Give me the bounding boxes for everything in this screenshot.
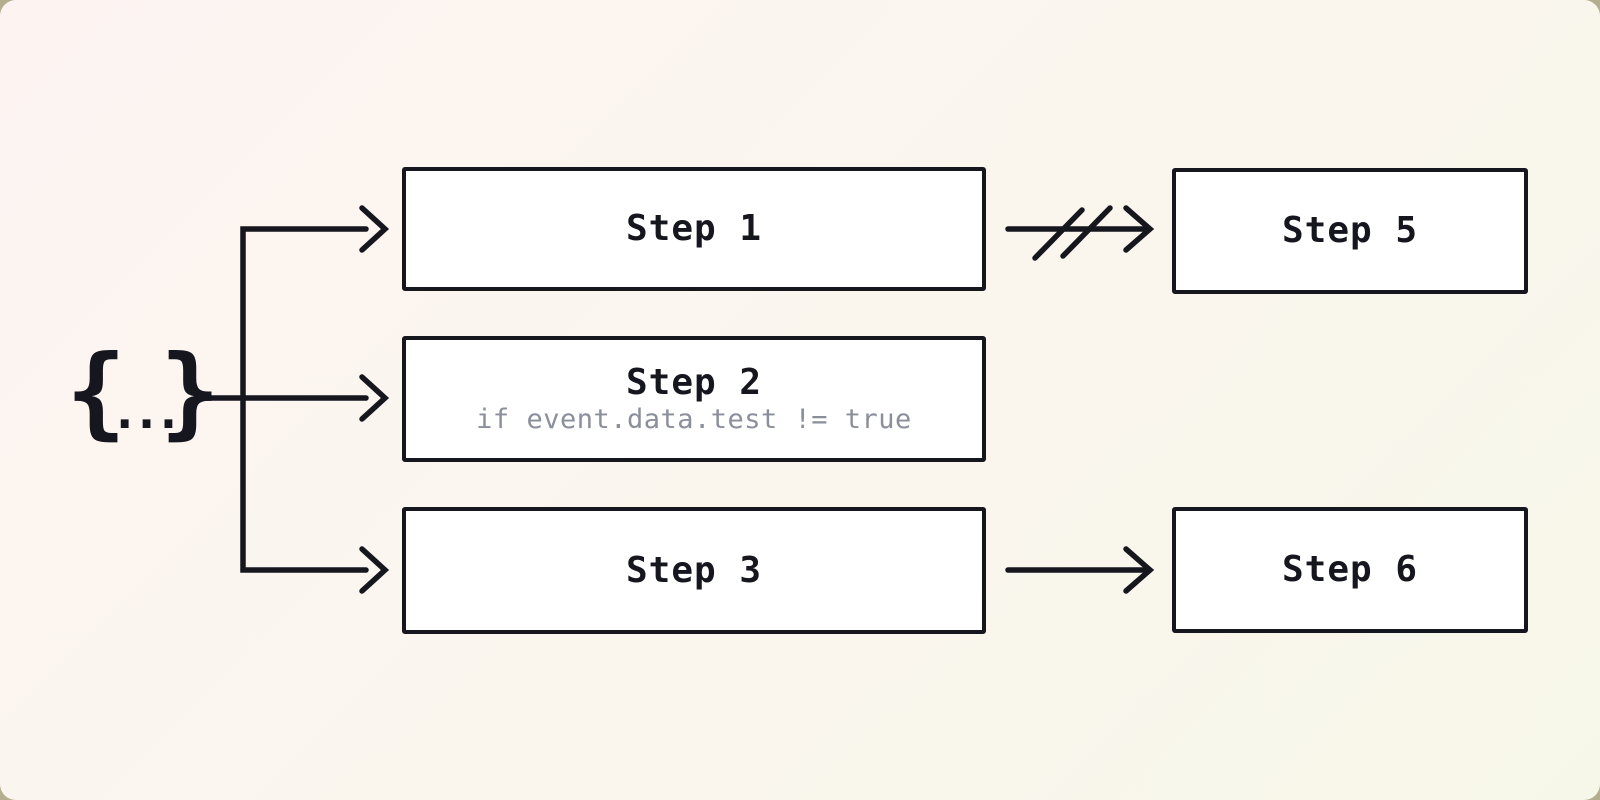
event-payload-symbol: { ... }: [66, 342, 220, 442]
node-step3: Step 3: [402, 507, 986, 634]
node-step3-label: Step 3: [625, 549, 763, 591]
arrowhead-step2-icon: [359, 374, 390, 422]
arrowhead-step6-icon: [1123, 546, 1155, 594]
cancel-slash-icon: [1032, 207, 1085, 261]
cancel-slash-icon: [1060, 205, 1113, 259]
node-step5-label: Step 5: [1281, 210, 1419, 252]
node-step2: Step 2 if event.data.test != true: [402, 336, 986, 462]
node-step6: Step 6: [1172, 507, 1528, 633]
node-step1: Step 1: [402, 167, 986, 291]
arrowhead-step5-icon: [1123, 205, 1155, 253]
node-step6-label: Step 6: [1281, 549, 1419, 591]
node-step2-condition: if event.data.test != true: [476, 404, 912, 436]
open-brace: {: [66, 333, 127, 450]
node-step5: Step 5: [1172, 168, 1528, 294]
ellipsis-dots: ...: [110, 384, 183, 440]
node-step1-label: Step 1: [625, 208, 763, 250]
arrowhead-step1-icon: [359, 205, 390, 253]
close-brace: }: [159, 333, 221, 450]
arrowhead-step3-icon: [359, 546, 390, 594]
node-step2-label: Step 2: [625, 361, 763, 403]
